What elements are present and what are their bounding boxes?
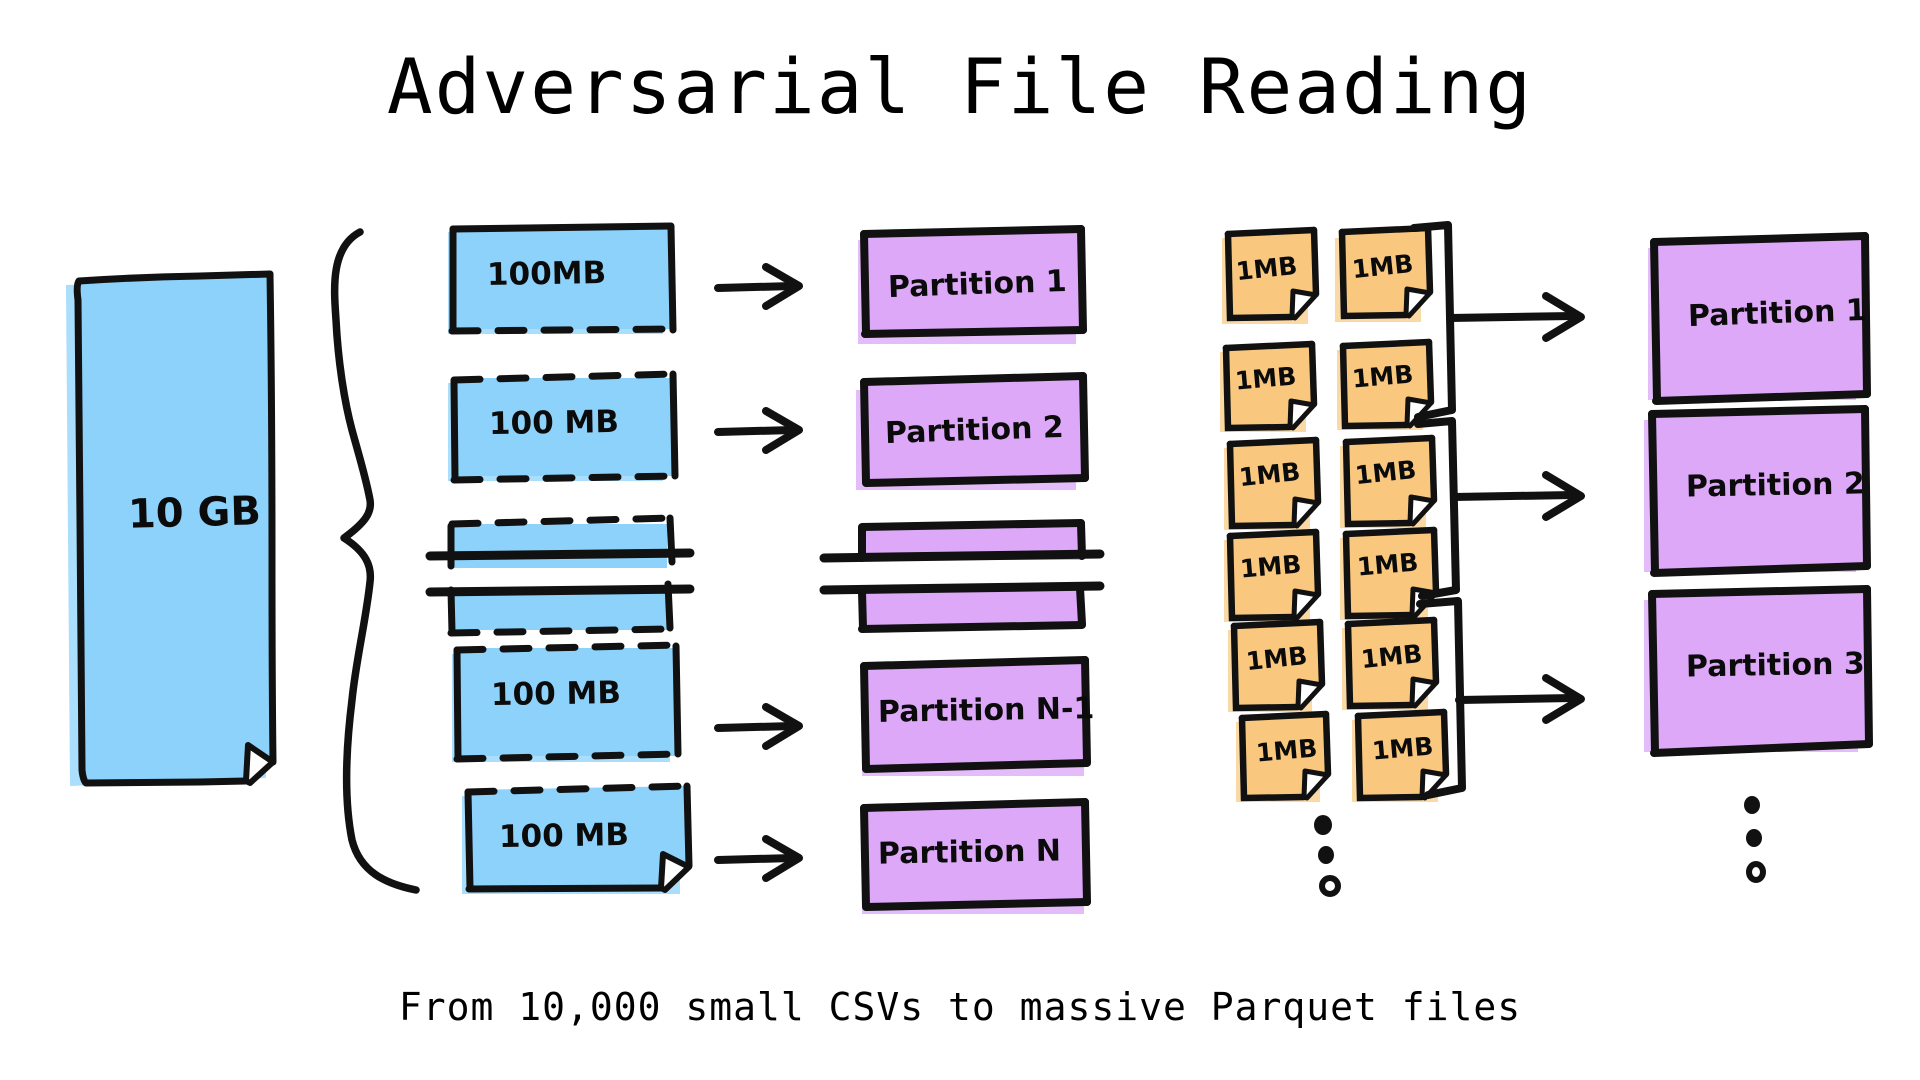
right-partitions-ellipsis [1744, 796, 1766, 883]
right-partition-box-2 [1644, 405, 1871, 577]
chunk-box-6 [462, 782, 693, 894]
source-file-outline-left [73, 277, 250, 787]
small-file-note [1340, 526, 1440, 620]
small-file-note [1228, 618, 1326, 712]
chunk-6-fold-corner [658, 851, 692, 893]
chunk-box-1 [448, 222, 677, 335]
left-arrow-1 [714, 263, 803, 310]
left-partition-box-5 [860, 656, 1091, 776]
left-arrow-2 [714, 407, 803, 454]
small-files-ellipsis [1314, 815, 1341, 897]
left-partition-box-2 [856, 372, 1089, 490]
source-file-fold-corner [243, 742, 276, 786]
small-file-note [1340, 434, 1438, 528]
small-file-note [1335, 224, 1434, 322]
small-file-note [1337, 338, 1435, 430]
small-file-note [1342, 616, 1440, 710]
source-file-outline-top [75, 270, 274, 285]
curly-brace [330, 228, 420, 894]
left-partition-box-4-truncated [819, 581, 1105, 633]
left-partition-box-6 [860, 798, 1091, 914]
small-file-note [1222, 226, 1320, 324]
left-partition-box-1 [858, 225, 1087, 344]
left-arrow-3 [714, 703, 803, 750]
group-bracket-1 [1410, 221, 1585, 421]
left-partition-box-3-truncated [819, 519, 1105, 563]
source-file-10gb [66, 270, 277, 787]
chunk-box-5 [452, 641, 682, 763]
page-subtitle: From 10,000 small CSVs to massive Parque… [398, 985, 1522, 1029]
right-partition-box-3 [1644, 585, 1873, 757]
small-file-note [1224, 436, 1322, 530]
source-file-outline-right [266, 270, 277, 766]
source-file-fill [78, 274, 272, 784]
chunk-box-2 [448, 370, 679, 484]
chunk-box-3-truncated [425, 514, 695, 570]
curly-brace-path [330, 228, 420, 894]
small-file-note [1236, 710, 1332, 802]
left-arrow-4 [714, 835, 803, 882]
chunk-box-4-truncated [425, 580, 695, 637]
right-partition-box-1 [1648, 232, 1871, 405]
small-file-note [1352, 708, 1450, 802]
small-file-note [1224, 528, 1322, 622]
group-bracket-3 [1416, 597, 1585, 799]
page-title: Adversarial File Reading [386, 42, 1534, 131]
small-file-note [1220, 340, 1318, 432]
group-bracket-2 [1414, 417, 1585, 600]
